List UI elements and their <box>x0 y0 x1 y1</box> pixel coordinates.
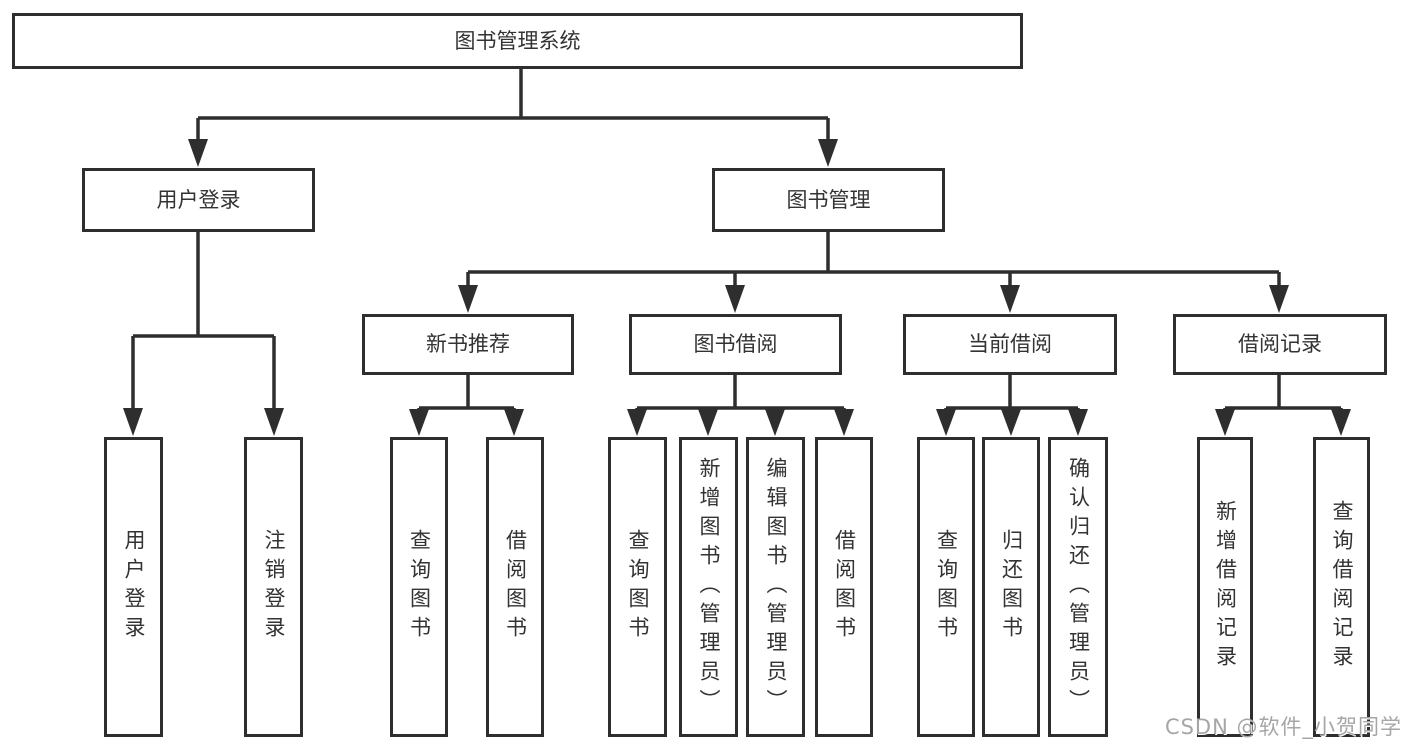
node-label: 新书推荐 <box>426 332 510 356</box>
node-label: 确认归还（管理员） <box>1066 456 1091 718</box>
node-label: 图书管理 <box>786 187 871 212</box>
node-label: 新增借阅记录 <box>1213 500 1238 674</box>
node-book-management: 图书管理 <box>712 168 945 232</box>
node-label: 查询图书 <box>407 529 432 645</box>
leaf-add-books-admin: 新增图书（管理员） <box>679 437 738 737</box>
node-library-system: 图书管理系统 <box>12 13 1023 69</box>
leaf-return-books: 归还图书 <box>982 437 1040 737</box>
node-label: 用户登录 <box>156 187 241 212</box>
leaf-borrow-books: 借阅图书 <box>486 437 544 737</box>
node-label: 新增图书（管理员） <box>697 456 721 718</box>
node-label: 图书借阅 <box>693 332 778 356</box>
leaf-logout: 注销登录 <box>244 437 303 737</box>
csdn-watermark: CSDN @软件_小贺同学 <box>1164 715 1402 739</box>
leaf-borrow-books: 借阅图书 <box>815 437 873 737</box>
node-label: 查询图书 <box>934 529 959 645</box>
node-current-borrow: 当前借阅 <box>903 314 1117 375</box>
node-label: 用户登录 <box>122 529 146 645</box>
node-label: 借阅图书 <box>503 529 528 645</box>
leaf-add-borrow-record: 新增借阅记录 <box>1197 437 1253 737</box>
leaf-query-books: 查询图书 <box>390 437 448 737</box>
node-label: 归还图书 <box>999 529 1024 645</box>
node-borrow-records: 借阅记录 <box>1173 314 1387 375</box>
leaf-query-books: 查询图书 <box>608 437 667 737</box>
node-label: 查询借阅记录 <box>1330 500 1354 674</box>
node-new-book-recommend: 新书推荐 <box>362 314 574 375</box>
node-label: 借阅记录 <box>1238 332 1322 356</box>
node-label: 图书管理系统 <box>454 28 581 53</box>
leaf-query-borrow-record: 查询借阅记录 <box>1313 437 1370 737</box>
node-label: 查询图书 <box>626 529 650 645</box>
node-label: 当前借阅 <box>968 332 1052 356</box>
node-label: 编辑图书（管理员） <box>764 456 788 718</box>
node-label: 注销登录 <box>262 529 286 645</box>
node-user-login: 用户登录 <box>82 168 315 232</box>
leaf-confirm-return-admin: 确认归还（管理员） <box>1048 437 1108 737</box>
leaf-edit-books-admin: 编辑图书（管理员） <box>746 437 805 737</box>
leaf-query-books: 查询图书 <box>917 437 975 737</box>
leaf-user-login: 用户登录 <box>104 437 163 737</box>
node-label: 借阅图书 <box>832 529 857 645</box>
node-book-borrow: 图书借阅 <box>629 314 842 375</box>
